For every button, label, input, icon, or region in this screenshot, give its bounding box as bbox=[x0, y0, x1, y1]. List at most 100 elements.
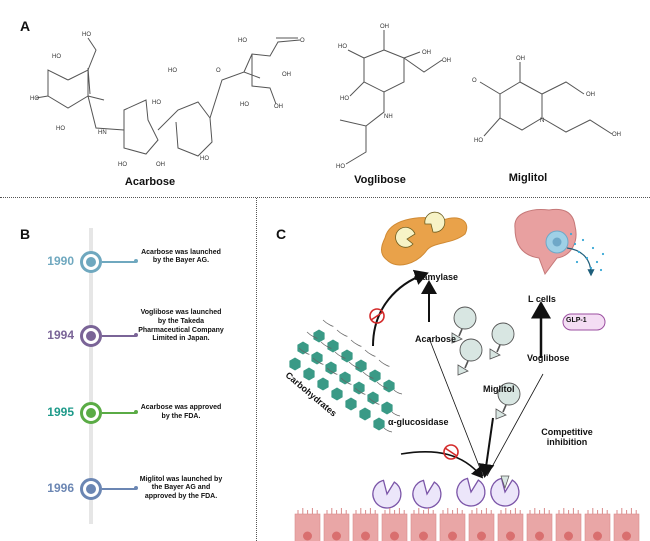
glp1-particle bbox=[599, 268, 603, 272]
timeline-event-text: Acarbose was approved by the FDA. bbox=[140, 404, 222, 420]
glycosidic-bond bbox=[364, 349, 376, 357]
inhibition-icon bbox=[443, 444, 459, 460]
svg-text:HO: HO bbox=[56, 126, 65, 132]
miglitol-label: Miglitol bbox=[508, 172, 548, 184]
svg-text:OH: OH bbox=[282, 72, 291, 78]
glucosidase-enzyme-icon bbox=[456, 477, 486, 507]
svg-text:HO: HO bbox=[238, 38, 247, 44]
voglibose-label: Voglibose bbox=[354, 174, 406, 186]
timeline-year: 1990 bbox=[47, 254, 74, 268]
cell-nucleus bbox=[535, 531, 544, 541]
epithelial-cell bbox=[294, 508, 321, 541]
panel-c-mechanism bbox=[289, 208, 640, 541]
svg-text:OH: OH bbox=[612, 132, 621, 138]
glp1-secretion-arrow bbox=[566, 247, 595, 277]
glucose-hexagon bbox=[311, 351, 323, 365]
timeline-connector-dot bbox=[134, 333, 138, 337]
carbohydrate-chains bbox=[289, 319, 403, 433]
cell-nucleus bbox=[564, 531, 573, 541]
glp1-particle bbox=[591, 246, 595, 250]
svg-text:O: O bbox=[300, 38, 305, 44]
acarbose-to-glucosidase-line bbox=[428, 337, 484, 477]
cell-nucleus bbox=[448, 531, 457, 541]
glycosidic-bond bbox=[350, 339, 362, 347]
glucose-hexagon bbox=[341, 349, 353, 363]
glucose-hexagon bbox=[331, 387, 343, 401]
miglitol-to-glucosidase-arrow bbox=[478, 417, 495, 478]
acarbose-label: Acarbose bbox=[124, 176, 176, 188]
svg-text:HO: HO bbox=[168, 68, 177, 74]
glycosidic-bond bbox=[376, 381, 388, 389]
glycosidic-bond bbox=[348, 361, 360, 369]
glucose-hexagon bbox=[383, 379, 395, 393]
glycosidic-bond bbox=[336, 329, 348, 337]
glp1-particles bbox=[569, 232, 605, 272]
glp1-badge bbox=[562, 313, 606, 331]
glycosidic-bond bbox=[322, 319, 334, 327]
timeline-marker bbox=[80, 478, 102, 500]
inhibitor-molecules bbox=[451, 306, 521, 420]
inhibitor-molecule-icon bbox=[457, 338, 483, 376]
glp1-particle bbox=[575, 260, 579, 264]
glucose-hexagon bbox=[355, 359, 367, 373]
svg-text:HO: HO bbox=[340, 96, 349, 102]
voglibose-structure: OH HO OH OH HO NH HO bbox=[336, 24, 451, 170]
timeline-year: 1996 bbox=[47, 481, 74, 495]
timeline-connector bbox=[102, 261, 136, 263]
glucose-hexagon bbox=[325, 361, 337, 375]
glycosidic-bond bbox=[320, 341, 332, 349]
svg-text:HO: HO bbox=[240, 102, 249, 108]
pancreas-icon bbox=[381, 211, 468, 266]
svg-text:HO: HO bbox=[82, 32, 91, 38]
timeline-axis bbox=[89, 228, 93, 524]
timeline-connector bbox=[102, 488, 136, 490]
competitive-inhibition-label: Competitive inhibition bbox=[541, 427, 593, 448]
glucosidase-label: α-glucosidase bbox=[388, 417, 449, 427]
glycosidic-bond bbox=[312, 357, 324, 365]
cell-nucleus bbox=[593, 531, 602, 541]
glucose-hexagon bbox=[289, 357, 301, 371]
glp1-particle bbox=[595, 260, 599, 264]
glucose-hexagon bbox=[313, 329, 325, 343]
glucose-hexagon bbox=[303, 367, 315, 381]
glycosidic-bond bbox=[326, 367, 338, 375]
glucose-hexagon bbox=[381, 401, 393, 415]
timeline-marker bbox=[80, 251, 102, 273]
glucose-hexagon bbox=[369, 369, 381, 383]
glucose-hexagon bbox=[359, 407, 371, 421]
epithelial-cell bbox=[410, 508, 437, 541]
acarbose-structure: HO HO HO HO HN HO OH HO HO HO O HO O OH … bbox=[30, 32, 305, 168]
glp1-particle bbox=[569, 232, 573, 236]
svg-text:OH: OH bbox=[516, 56, 525, 62]
glucosidase-enzymes bbox=[372, 475, 520, 509]
timeline-connector bbox=[102, 335, 136, 337]
svg-text:OH: OH bbox=[380, 24, 389, 30]
epithelial-cell bbox=[439, 508, 466, 541]
timeline-connector bbox=[102, 412, 136, 414]
svg-text:OH: OH bbox=[274, 104, 283, 110]
glucose-hexagon bbox=[345, 397, 357, 411]
glucose-hexagon bbox=[339, 371, 351, 385]
svg-text:HO: HO bbox=[200, 156, 209, 162]
svg-text:HN: HN bbox=[98, 130, 107, 136]
glycosidic-bond bbox=[393, 389, 403, 395]
glp1-particle bbox=[581, 238, 585, 242]
panel-c-letter: C bbox=[276, 226, 287, 242]
epithelial-cell bbox=[584, 508, 611, 541]
glp1-particle bbox=[585, 256, 589, 260]
svg-text:OH: OH bbox=[422, 50, 431, 56]
lcells-label: L cells bbox=[528, 294, 556, 304]
epithelial-cell bbox=[613, 508, 640, 541]
epithelial-cell bbox=[497, 508, 524, 541]
epithelial-cell bbox=[323, 508, 350, 541]
cell-nucleus bbox=[303, 531, 312, 541]
panel-a-structures: HO HO HO HO HN HO OH HO HO HO O HO O OH … bbox=[30, 24, 621, 170]
timeline-connector-dot bbox=[134, 486, 138, 490]
svg-text:O: O bbox=[472, 78, 477, 84]
timeline-marker bbox=[80, 325, 102, 347]
glycosidic-bond bbox=[340, 377, 352, 385]
glp1-particle bbox=[577, 250, 581, 254]
carbohydrate-to-glucosidase-arrow bbox=[400, 451, 484, 479]
glucosidase-enzyme-icon bbox=[490, 477, 520, 507]
glycosidic-bond bbox=[378, 359, 390, 367]
